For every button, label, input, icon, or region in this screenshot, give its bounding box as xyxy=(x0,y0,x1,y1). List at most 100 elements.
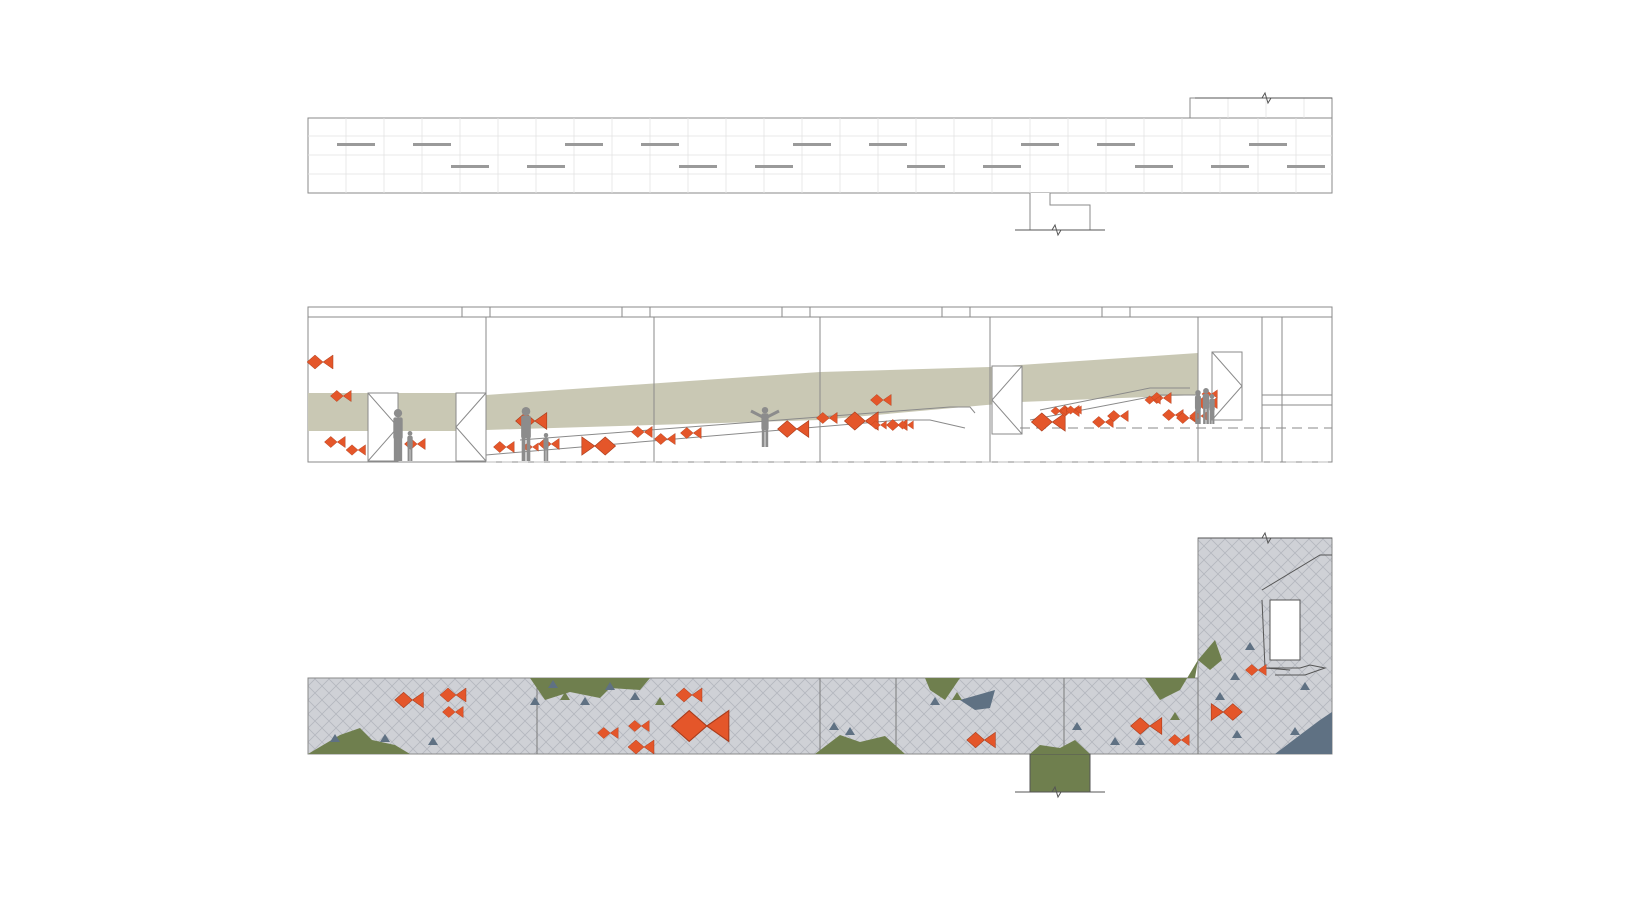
fish-icon xyxy=(493,441,515,453)
ceiling-light xyxy=(1021,143,1059,146)
ceiling-light xyxy=(983,165,1021,168)
ceiling-light xyxy=(451,165,489,168)
floor-triangle xyxy=(548,680,558,688)
fish-icon xyxy=(1168,734,1190,746)
elevation-fish-group xyxy=(306,354,1218,456)
floor-triangle xyxy=(1232,730,1242,738)
floor-moss-pattern xyxy=(308,640,1222,754)
floor-triangle xyxy=(1290,727,1300,735)
ceiling-light xyxy=(527,165,565,168)
fish-icon xyxy=(1130,717,1163,735)
fish-icon xyxy=(1245,664,1267,676)
floor-triangle xyxy=(1170,712,1180,720)
floor-triangle xyxy=(952,692,962,700)
door-icon xyxy=(991,365,1023,435)
fish-icon xyxy=(675,687,703,703)
ceiling-light xyxy=(793,143,831,146)
person-icon xyxy=(1194,390,1202,424)
beam-notch xyxy=(621,306,651,318)
floor-triangle xyxy=(380,734,390,742)
person-icon xyxy=(543,433,549,461)
ceiling-light-fixtures xyxy=(337,143,1325,168)
ceiling-stair-outline xyxy=(1029,193,1091,231)
ceiling-light xyxy=(1097,143,1135,146)
floor-triangle xyxy=(330,734,340,742)
floor-triangle xyxy=(1110,737,1120,745)
floor-triangle-pattern xyxy=(330,642,1310,745)
fish-icon xyxy=(654,433,676,445)
ceiling-light xyxy=(565,143,603,146)
fish-icon xyxy=(670,709,730,743)
beam-notch xyxy=(941,306,971,318)
floor-triangle xyxy=(1215,692,1225,700)
fish-icon xyxy=(345,444,366,456)
ceiling-light xyxy=(1249,143,1287,146)
floor-stair-landing xyxy=(1029,753,1091,793)
fish-icon xyxy=(870,394,892,406)
ceiling-light xyxy=(755,165,793,168)
fish-icon xyxy=(439,687,467,703)
person-icon xyxy=(1209,394,1215,424)
floor-triangle xyxy=(1135,737,1145,745)
fish-icon xyxy=(1065,405,1082,415)
ceiling-grid xyxy=(308,98,1332,193)
fish-icon xyxy=(442,706,464,718)
exhibit-display-case xyxy=(1261,554,1332,676)
fish-icon xyxy=(324,436,346,448)
floor-triangle xyxy=(845,727,855,735)
break-line-icon xyxy=(1051,785,1062,799)
break-line-icon xyxy=(1261,91,1272,105)
floor-fish-group xyxy=(394,664,1267,755)
ceiling-plan xyxy=(307,91,1333,237)
wall-elevation xyxy=(306,306,1333,463)
floor-triangle xyxy=(1230,672,1240,680)
fish-icon xyxy=(1030,412,1066,432)
fish-icon xyxy=(628,720,650,732)
fish-icon xyxy=(680,427,702,439)
ceiling-light xyxy=(679,165,717,168)
fish-icon xyxy=(1144,395,1161,405)
visitor-figures xyxy=(393,388,1215,461)
fish-icon xyxy=(1210,703,1243,721)
fish-icon xyxy=(897,420,914,430)
floor-triangle xyxy=(930,697,940,705)
fish-icon xyxy=(627,739,655,755)
door-icon xyxy=(1211,351,1243,421)
floor-plan xyxy=(307,531,1333,799)
fish-icon xyxy=(1050,406,1067,416)
fish-icon xyxy=(581,436,617,456)
ceiling-light xyxy=(641,143,679,146)
floor-triangle xyxy=(605,682,615,690)
floor-triangle xyxy=(1245,642,1255,650)
ceiling-light xyxy=(1211,165,1249,168)
floor-triangle xyxy=(580,697,590,705)
fish-icon xyxy=(631,426,653,438)
fish-icon xyxy=(330,390,352,402)
fish-icon xyxy=(597,727,619,739)
ramp-rails xyxy=(485,387,1332,463)
person-icon xyxy=(521,407,531,461)
ceiling-annex-outline xyxy=(1189,97,1333,118)
fish-icon xyxy=(816,412,838,424)
floor-triangle xyxy=(560,692,570,700)
break-line-icon xyxy=(1051,223,1062,237)
floor-triangle xyxy=(1300,682,1310,690)
ceiling-light xyxy=(337,143,375,146)
fish-icon xyxy=(1107,410,1129,422)
floor-triangle xyxy=(630,692,640,700)
floor-panel-dividers xyxy=(536,678,1199,754)
ceiling-outline xyxy=(307,117,1333,194)
person-icon xyxy=(1202,388,1210,424)
ceiling-light xyxy=(907,165,945,168)
ceiling-light xyxy=(869,143,907,146)
floor-triangle xyxy=(655,697,665,705)
ceiling-light xyxy=(1135,165,1173,168)
floor-triangle xyxy=(428,737,438,745)
fish-icon xyxy=(306,354,334,370)
beam-notch xyxy=(781,306,811,318)
beam-notch xyxy=(1101,306,1131,318)
floor-annex-area xyxy=(1197,537,1333,755)
person-icon xyxy=(407,431,413,461)
